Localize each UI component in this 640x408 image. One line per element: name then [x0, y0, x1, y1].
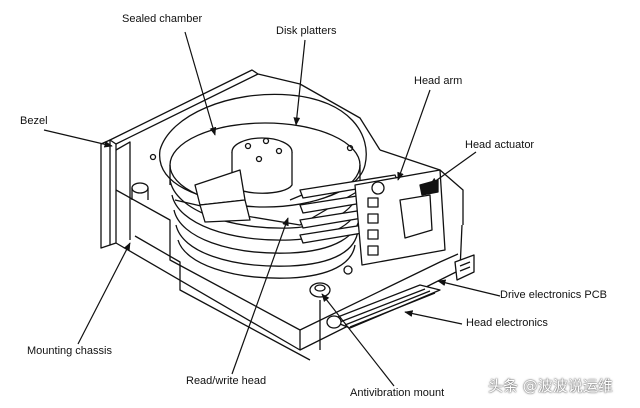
label-drive-electronics-pcb: Drive electronics PCB: [500, 289, 607, 301]
arrow-sealed-chamber: [184, 31, 217, 136]
cutaway-wedge: [194, 169, 251, 223]
bezel-plate: [100, 69, 259, 249]
arrow-antivibration-mount: [321, 293, 395, 387]
label-head-electronics: Head electronics: [466, 317, 548, 329]
arrow-head-arm: [397, 89, 431, 181]
label-bezel: Bezel: [20, 115, 48, 127]
label-mounting-chassis: Mounting chassis: [27, 345, 112, 357]
arrow-disk-platters: [293, 39, 306, 126]
label-disk-platters: Disk platters: [276, 25, 337, 37]
label-head-arm: Head arm: [414, 75, 463, 87]
label-sealed-chamber: Sealed chamber: [122, 13, 203, 25]
arrow-head-electronics: [404, 310, 463, 325]
antivibration-mount-shape: [309, 282, 342, 329]
spindle-hub: [231, 137, 293, 194]
label-antivibration-mount: Antivibration mount: [350, 387, 445, 399]
pcb-connector: [454, 254, 475, 281]
arrow-bezel: [43, 129, 113, 148]
arrow-head-actuator: [429, 151, 477, 186]
watermark-text: 头条 @波波说运维: [488, 377, 613, 395]
chassis-bosses: [131, 144, 354, 275]
arrow-read-write-head: [231, 217, 289, 375]
head-actuator-block: [354, 169, 446, 266]
chassis-frame: [115, 73, 464, 361]
label-read-write-head: Read/write head: [186, 375, 267, 387]
label-head-actuator: Head actuator: [465, 139, 535, 151]
arrow-drive-electronics-pcb: [437, 279, 501, 297]
head-electronics-board: [329, 284, 441, 329]
arrow-mounting-chassis: [77, 242, 131, 345]
